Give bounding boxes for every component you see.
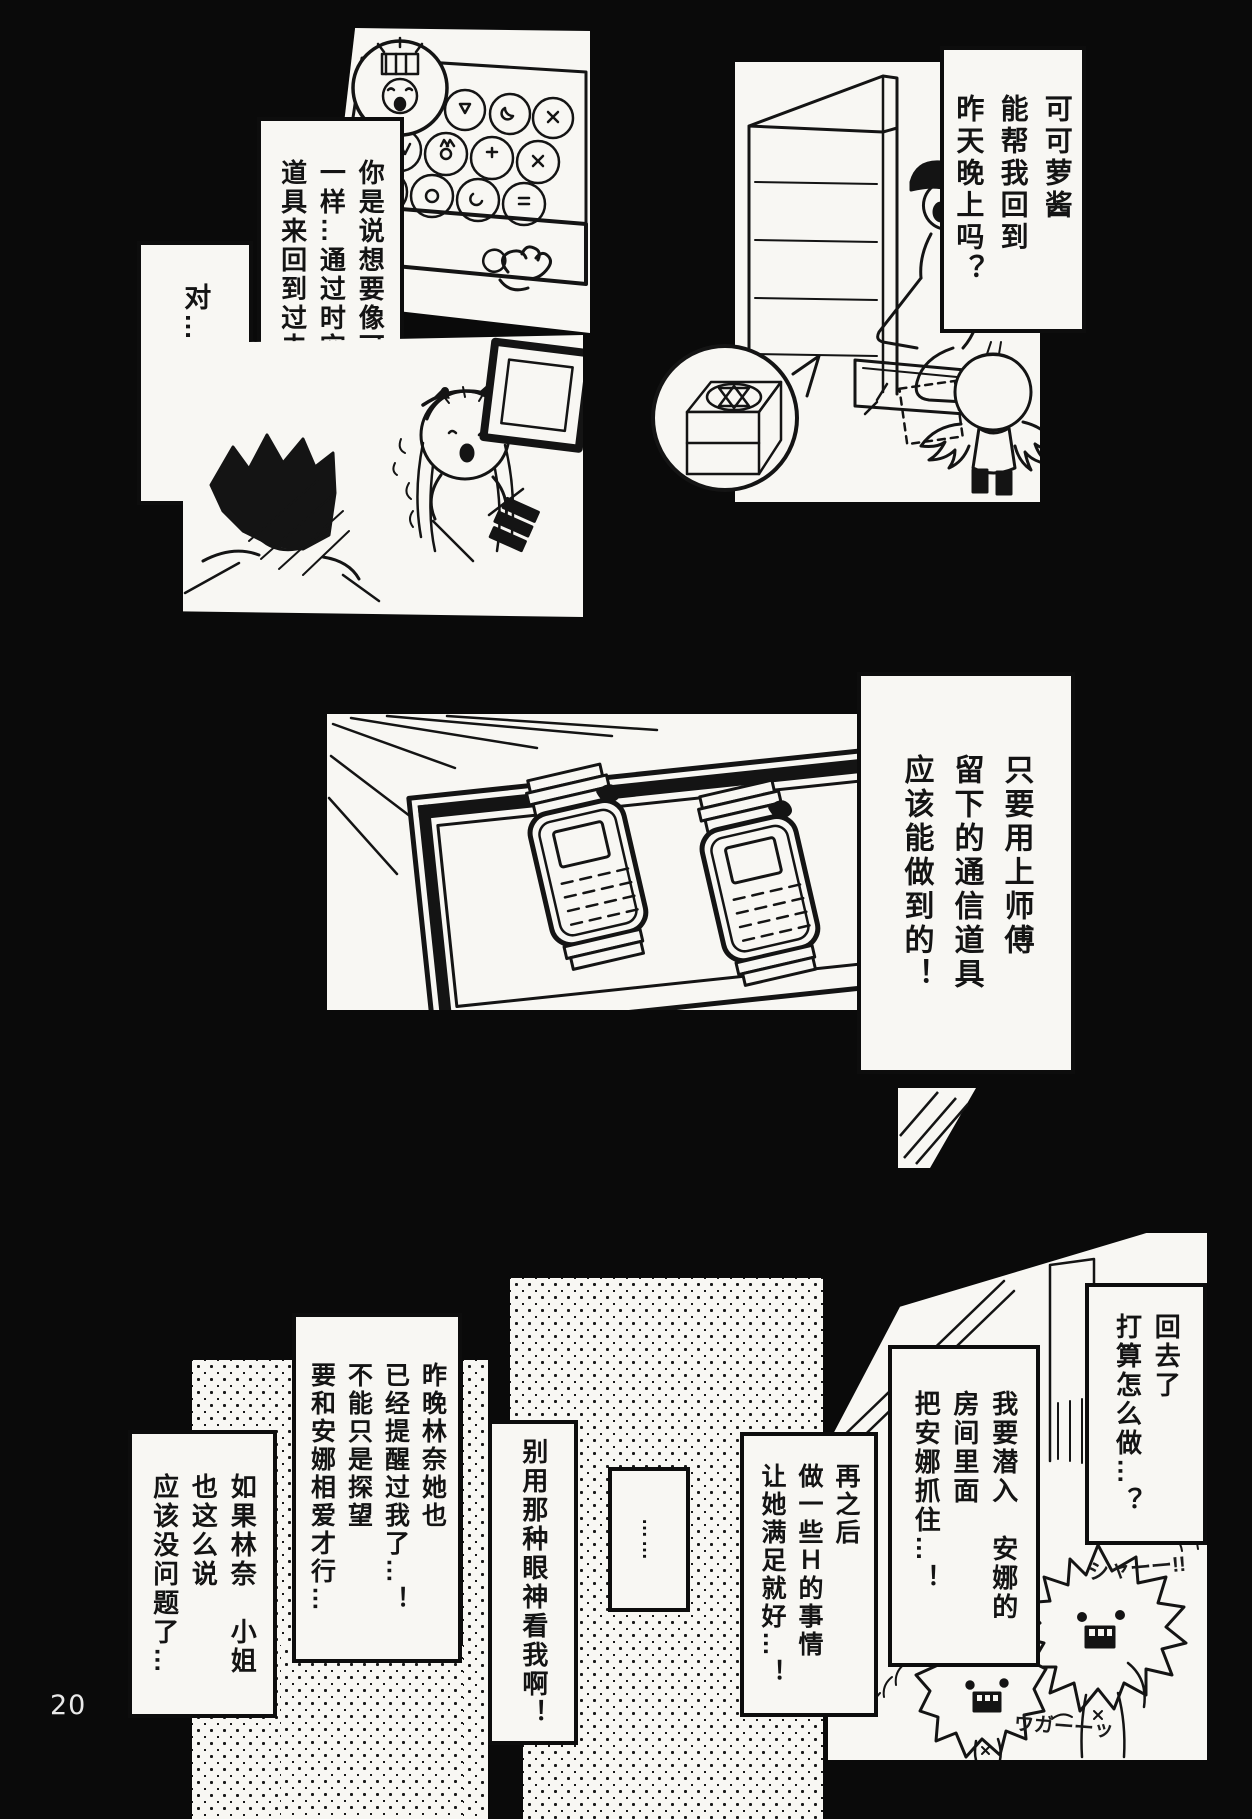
- cube-inset-illustration: [651, 344, 821, 492]
- panel-couple: [183, 335, 583, 617]
- page-number: 20: [50, 1690, 87, 1721]
- speech-bubble-dont-look: 别用那种眼神看我啊！: [488, 1420, 578, 1745]
- panel-fragment: [898, 1088, 976, 1168]
- speech-bubble-master-item: 只要用上师傅 留下的通信道具 应该能做到的！: [857, 672, 1075, 1074]
- speech-bubble-rinna-reminder: 昨晚林奈她也 已经提醒过我了…！ 不能只是探望 要和安娜相爱才行…: [292, 1313, 462, 1663]
- bubble-text: 我要潜入 安娜的 房间里面 把安娜抓住…！: [911, 1390, 1019, 1622]
- speech-bubble-plan-question: 回去了 打算怎么做…？: [1085, 1283, 1207, 1545]
- screentone-strip: [463, 1360, 488, 1819]
- bubble-text: 回去了 打算怎么做…？: [1112, 1312, 1182, 1516]
- screentone-bottom-left: [280, 1645, 463, 1819]
- couple-illustration: [183, 337, 583, 603]
- speech-bubble-sneak-plan: 我要潜入 安娜的 房间里面 把安娜抓住…！: [888, 1345, 1040, 1667]
- bubble-tail-black: [497, 1745, 523, 1819]
- speech-bubble-rinna-approval: 如果林奈 小姐 也这么说 应该没问题了…: [128, 1430, 277, 1718]
- bubble-text: 可可萝酱 能帮我回到 昨天晚上吗？: [953, 93, 1073, 286]
- bubble-text: 昨晚林奈她也 已经提醒过我了…！ 不能只是探望 要和安娜相爱才行…: [307, 1362, 447, 1614]
- speech-bubble-kokoro-request: 可可萝酱 能帮我回到 昨天晚上吗？: [940, 46, 1086, 333]
- panel-watches: [327, 714, 862, 1010]
- bubble-text: 再之后 做一些Ｈ的事情 让她满足就好…！: [758, 1462, 860, 1687]
- bubble-text: ……: [638, 1517, 660, 1562]
- speech-bubble-h-plan: 再之后 做一些Ｈ的事情 让她满足就好…！: [740, 1432, 878, 1717]
- speech-bubble-silence: ……: [608, 1467, 690, 1612]
- bubble-text: 只要用上师傅 留下的通信道具 应该能做到的！: [899, 754, 1033, 992]
- watches-illustration: [327, 714, 862, 1010]
- bubble-text: 别用那种眼神看我啊！: [518, 1437, 549, 1728]
- bubble-text: 如果林奈 小姐 也这么说 应该没问题了…: [149, 1472, 258, 1676]
